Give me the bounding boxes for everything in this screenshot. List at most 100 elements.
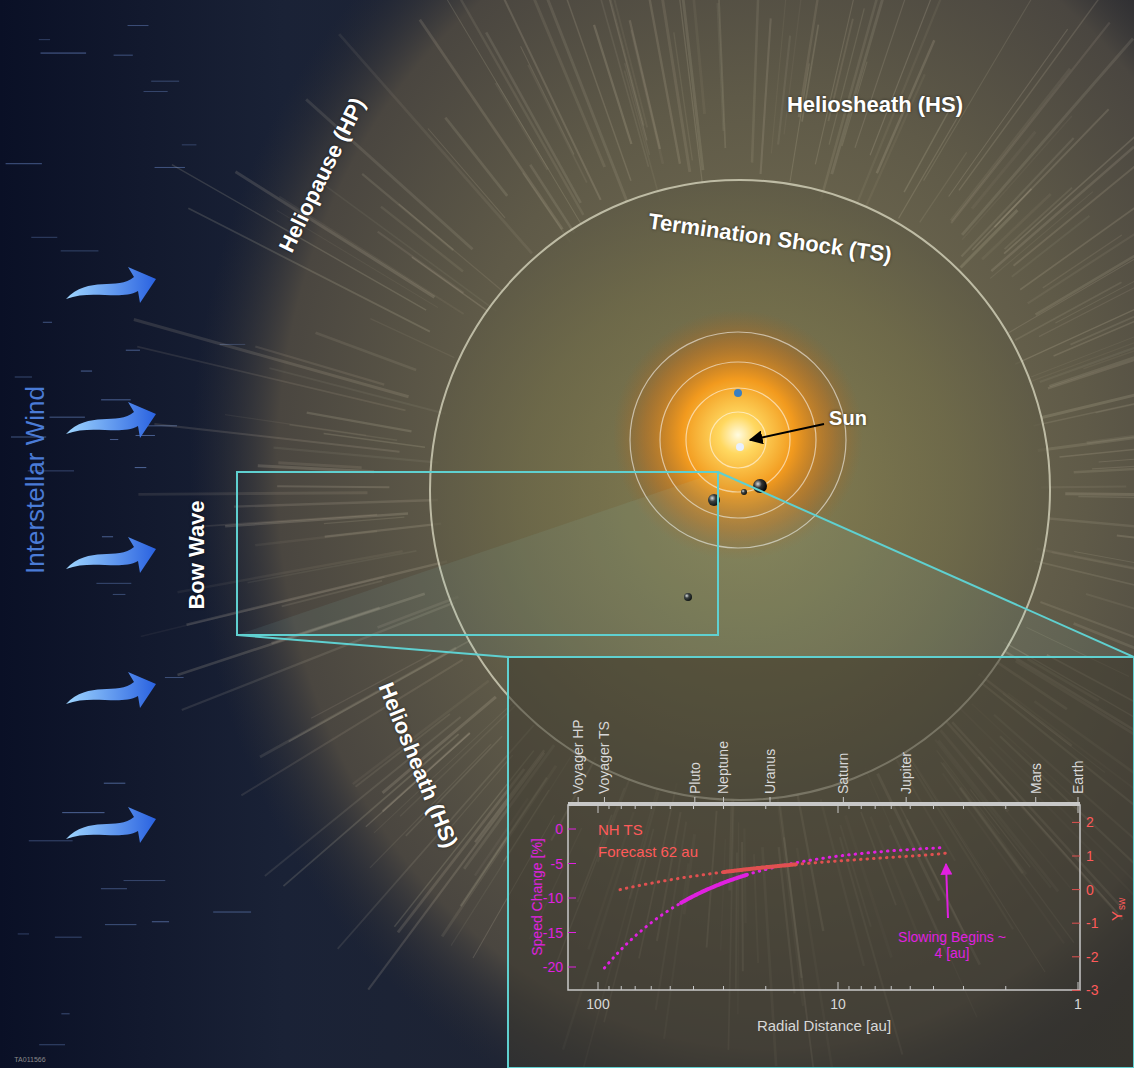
watermark: TA011566 <box>14 1056 45 1064</box>
star-streak <box>43 322 52 323</box>
tick-label: 1 <box>1086 848 1094 864</box>
sun-pointer <box>750 424 824 440</box>
star-streak <box>104 783 126 784</box>
heliosheath-streak <box>370 319 454 358</box>
heliosheath-streak <box>1020 177 1134 289</box>
tick-label: -15 <box>543 924 563 940</box>
speed-forecast-dots <box>604 903 681 968</box>
right-axis-tick <box>1072 856 1080 857</box>
star-streak <box>6 163 42 164</box>
star-streak <box>61 1013 69 1014</box>
heliosheath-streak <box>631 30 663 164</box>
planet-label: Uranus <box>762 749 778 794</box>
planet-tick <box>723 797 724 806</box>
wind-arrow <box>66 402 156 438</box>
heliosheath-streak <box>234 500 438 507</box>
axis-marker-label: Voyager TS <box>596 721 612 794</box>
x-axis-tick <box>765 805 766 809</box>
heliosheath-streak <box>674 32 693 160</box>
heliosheath-streak <box>951 69 1070 221</box>
left-axis-tick <box>568 898 576 899</box>
heliosheath-streak <box>277 485 389 488</box>
heliosheath-streak <box>1038 437 1134 450</box>
heliosheath-streak <box>959 0 1111 190</box>
heliosheath-streak <box>448 755 512 830</box>
ysw-forecast-dots <box>796 853 948 865</box>
heliosheath-streak <box>771 0 789 153</box>
x-axis-tick <box>670 986 671 990</box>
star-streak <box>81 371 92 372</box>
heliosheath-region <box>190 0 1134 1068</box>
heliosheath-streak <box>589 0 644 126</box>
x-axis-tick <box>963 986 964 990</box>
x-axis-tick <box>1005 986 1006 990</box>
heliosheath-streak <box>1015 282 1121 340</box>
heliosheath-streak <box>718 3 724 131</box>
left-axis-tick <box>568 967 576 968</box>
wind-arrow <box>66 267 156 303</box>
tick-label: -3 <box>1086 982 1098 998</box>
heliosheath-streak <box>625 63 650 155</box>
heliosheath-streak <box>594 25 631 144</box>
heliosheath-streak <box>235 172 434 297</box>
x-axis-tick <box>723 805 724 809</box>
planet-label: Pluto <box>687 762 703 794</box>
heliosheath-streak <box>951 22 1110 223</box>
heliosheath-streak <box>778 36 790 145</box>
ysw-forecast-dots <box>620 872 724 890</box>
heliosheath-streak <box>137 347 405 411</box>
x-axis-tick <box>670 805 671 809</box>
star-streak <box>49 417 84 418</box>
axis-title: Y <box>1108 911 1125 921</box>
forecast-label: Forecast 62 au <box>598 843 698 860</box>
heliosheath-streak <box>311 654 431 718</box>
heliosheath-streak <box>1028 159 1134 304</box>
star-streak <box>114 55 133 56</box>
tick-label: -1 <box>1086 915 1098 931</box>
heliosheath-streak <box>248 551 417 583</box>
x-axis-tick <box>635 805 636 809</box>
star-streak <box>155 167 185 168</box>
left-axis-tick <box>568 932 576 933</box>
star-streak <box>152 921 169 922</box>
star-streak <box>101 888 127 889</box>
x-axis-tick <box>598 982 599 990</box>
heliosheath-streak <box>1078 496 1134 499</box>
x-axis-tick <box>838 805 839 813</box>
interstellar-wind-arrows <box>66 267 156 843</box>
x-axis-tick <box>621 805 622 809</box>
tick-label: 1 <box>1074 996 1082 1012</box>
x-axis-tick <box>1078 982 1079 990</box>
planet-label: Saturn <box>835 753 851 794</box>
x-axis-tick <box>891 805 892 809</box>
planet-tick <box>604 797 605 806</box>
left-axis-tick <box>568 829 576 830</box>
boundary-label: Termination Shock (TS) <box>647 208 893 267</box>
x-axis-tick <box>848 986 849 990</box>
heliosheath-streak <box>339 34 532 253</box>
x-axis-tick <box>765 986 766 990</box>
heliosheath-streak <box>138 493 367 495</box>
x-axis-tick <box>651 805 652 809</box>
heliosheath-streak <box>1036 163 1134 315</box>
heliosheath-streak <box>962 116 1072 240</box>
star-streak <box>213 912 251 913</box>
x-axis-tick <box>875 805 876 809</box>
star-streak <box>29 840 73 841</box>
heliosheath-streak <box>1040 296 1134 382</box>
right-axis-tick <box>1072 822 1080 823</box>
tick-label: 0 <box>1086 882 1094 898</box>
planet-tick <box>694 797 695 806</box>
x-axis-tick <box>693 986 694 990</box>
sun-label: Sun <box>829 407 867 430</box>
right-axis-tick <box>1072 889 1080 890</box>
tick-label: -20 <box>543 959 563 975</box>
star-streak <box>151 81 179 82</box>
heliosheath-streak <box>1043 235 1122 288</box>
heliosheath-streak <box>1117 535 1134 545</box>
bow-wave-label: Bow Wave <box>184 500 209 609</box>
x-axis-tick <box>910 805 911 809</box>
inset-frame <box>237 472 1134 1068</box>
x-axis-tick <box>848 805 849 809</box>
